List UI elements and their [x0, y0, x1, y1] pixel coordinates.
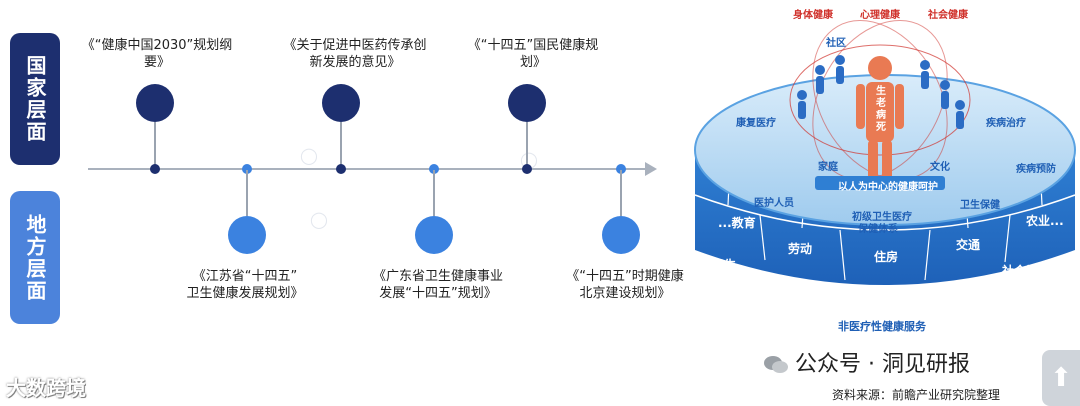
diagram-graphic	[694, 20, 1076, 285]
ring-housing: 住房	[874, 250, 899, 264]
ring-labor: 劳动	[788, 242, 813, 256]
timeline-marker	[242, 164, 252, 174]
ring-finance: 金融	[916, 286, 941, 300]
label-mental-health: 心理健康	[860, 10, 900, 21]
ring-social-welfare: 社会福利	[1002, 264, 1051, 278]
timeline-marker	[429, 164, 439, 174]
connector	[154, 122, 156, 168]
label-family: 家庭	[818, 162, 838, 173]
timeline-axis	[88, 168, 650, 170]
policy-label: 《“十四五”时期健康北京建设规划》	[566, 269, 684, 301]
label-person-centered: 以人为中心的健康呵护	[838, 182, 938, 193]
connector	[246, 170, 248, 216]
policy-node	[602, 216, 640, 254]
connector	[620, 170, 622, 216]
ring-food: 食品	[802, 286, 827, 300]
label-physical-health: 身体健康	[793, 10, 833, 21]
policy-node	[322, 84, 360, 122]
timeline-arrow-icon	[645, 162, 657, 176]
ring-hygiene: 卫生	[712, 258, 737, 272]
label-culture: 文化	[930, 162, 950, 173]
central-figure	[856, 56, 904, 180]
label-prevention: 疾病预防	[1016, 164, 1056, 175]
ring-agriculture: 农业...	[1026, 214, 1064, 228]
timeline-marker	[522, 164, 532, 174]
policy-label: 《“健康中国2030”规划纲要》	[81, 38, 233, 70]
policy-label: 《江苏省“十四五”卫生健康发展规划》	[186, 269, 304, 301]
label-rehab: 康复医疗	[736, 118, 776, 129]
policy-label: 《“十四五”国民健康规划》	[467, 38, 599, 70]
label-health-care: 卫生保健	[960, 200, 1000, 211]
policy-node	[508, 84, 546, 122]
wechat-icon	[764, 356, 788, 373]
watermark: ◯	[300, 146, 318, 165]
wechat-account: 公众号 · 洞见研报	[763, 346, 970, 378]
policy-label: 《广东省卫生健康事业发展“十四五”规划》	[372, 269, 503, 301]
connector	[526, 122, 528, 168]
timeline-marker	[150, 164, 160, 174]
policy-label: 《关于促进中医药传承创新发展的意见》	[283, 38, 427, 70]
timeline-marker	[336, 164, 346, 174]
ring-education: ...教育	[718, 216, 756, 230]
label-community: 社区	[826, 38, 846, 49]
policy-node	[228, 216, 266, 254]
label-life-cycle: 生老病死	[876, 86, 886, 133]
label-social-health: 社会健康	[928, 10, 968, 21]
policy-node	[415, 216, 453, 254]
label-primary-care-system: 保健体系	[858, 224, 898, 235]
connector	[340, 122, 342, 168]
national-level-tag: 国家层面	[10, 33, 60, 165]
label-medical-staff: 医护人员	[754, 198, 794, 209]
brand-watermark: 大数跨境	[6, 376, 86, 400]
label-treatment: 疾病治疗	[986, 118, 1026, 129]
connector	[433, 170, 435, 216]
label-non-medical-services: 非医疗性健康服务	[838, 320, 926, 333]
timeline-marker	[616, 164, 626, 174]
ring-transport: 交通	[956, 238, 981, 252]
scroll-top-button[interactable]: ⬆	[1042, 350, 1080, 406]
wechat-name: 公众号 · 洞见研报	[795, 352, 970, 377]
policy-node	[136, 84, 174, 122]
source-note: 资料来源：前瞻产业研究院整理	[832, 388, 1001, 402]
local-level-tag: 地方层面	[10, 191, 60, 324]
health-ecosystem-diagram: 身体健康 心理健康 社会健康 社区 生老病死 康复医疗 疾病治疗 家庭 文化 疾…	[690, 0, 1080, 406]
label-primary-care: 初级卫生医疗	[852, 212, 912, 223]
watermark: ◯	[310, 210, 328, 229]
